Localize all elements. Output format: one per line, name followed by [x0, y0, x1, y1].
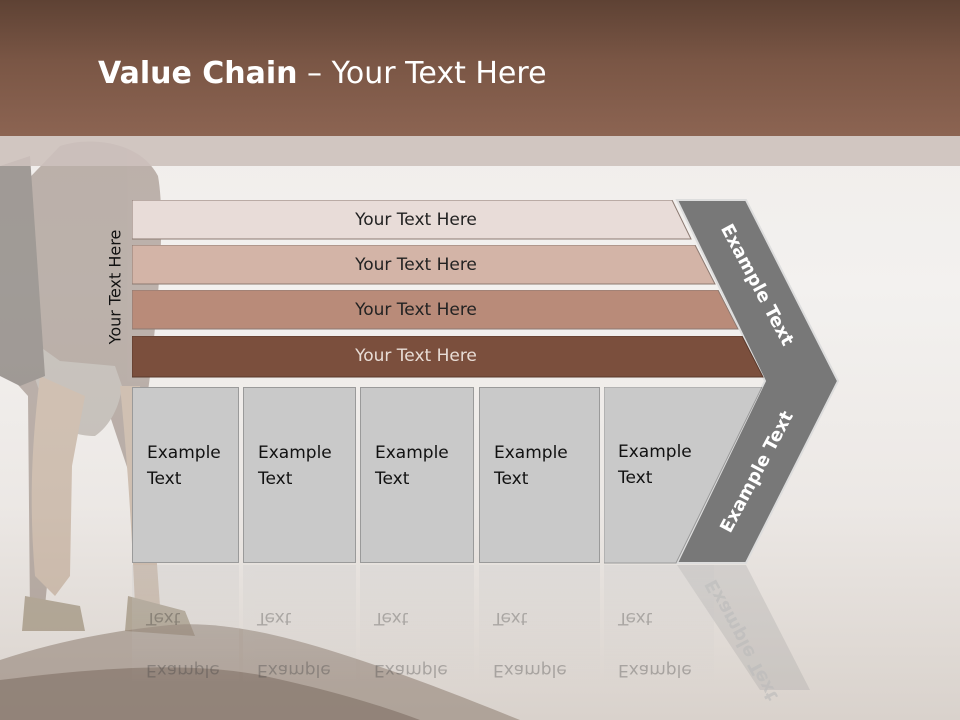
activity-box-3-reflection-line2: Text — [374, 608, 409, 628]
activity-box-1-reflection: Example Text — [132, 565, 239, 685]
activity-box-3-reflection-line1: Example — [374, 660, 448, 680]
activity-box-5-line1: Example — [618, 442, 692, 462]
activity-box-4-reflection-line1: Example — [493, 660, 567, 680]
activity-box-4-line2: Text — [494, 469, 529, 489]
activity-box-2-reflection-text: Example Text — [257, 605, 357, 683]
activity-box-1-reflection-line1: Example — [146, 660, 220, 680]
activity-box-1-reflection-text: Example Text — [146, 605, 246, 683]
activity-box-1-line1: Example — [147, 443, 221, 463]
slide-title: Value Chain – Your Text Here — [98, 56, 547, 91]
support-bar-4-label: Your Text Here — [355, 346, 477, 366]
support-bar-2-label: Your Text Here — [355, 255, 477, 275]
activity-box-3-reflection: Example Text — [360, 565, 474, 685]
activity-box-2-line1: Example — [258, 443, 332, 463]
chevron-reflection — [677, 565, 810, 690]
slide-title-rest: – Your Text Here — [297, 56, 547, 91]
activity-box-4-reflection-line2: Text — [493, 608, 528, 628]
support-bar-1-label: Your Text Here — [355, 210, 477, 230]
activity-box-4-line1: Example — [494, 443, 568, 463]
activity-box-1-reflection-line2: Text — [146, 608, 181, 628]
activity-box-4-reflection-text: Example Text — [493, 605, 593, 683]
activity-box-3-reflection-text: Example Text — [374, 605, 474, 683]
activity-box-1-line2: Text — [147, 469, 182, 489]
activity-box-5-shape — [604, 387, 763, 564]
support-bar-3-label: Your Text Here — [355, 300, 477, 320]
activity-box-4-reflection: Example Text — [479, 565, 600, 685]
title-divider-strip — [0, 136, 960, 166]
hiker-background-image — [0, 141, 195, 636]
slide-title-bold: Value Chain — [98, 56, 298, 91]
activity-box-5-reflection-line1: Example — [618, 660, 692, 680]
activity-box-2-reflection-line2: Text — [257, 608, 292, 628]
activity-box-3-line1: Example — [375, 443, 449, 463]
activity-box-2-reflection: Example Text — [243, 565, 356, 685]
rocks-background-image — [0, 624, 520, 720]
activity-box-3-line2: Text — [375, 469, 410, 489]
activity-box-2-line2: Text — [258, 469, 293, 489]
title-bar — [0, 0, 960, 136]
chevron-shape — [675, 199, 840, 564]
activity-box-5-reflection: Example Text — [604, 565, 714, 685]
activity-box-2-reflection-line1: Example — [257, 660, 331, 680]
activity-box-5-line2: Text — [618, 468, 653, 488]
activity-box-5-reflection-line2: Text — [618, 608, 653, 628]
activity-box-5-reflection-text: Example Text — [618, 605, 718, 683]
